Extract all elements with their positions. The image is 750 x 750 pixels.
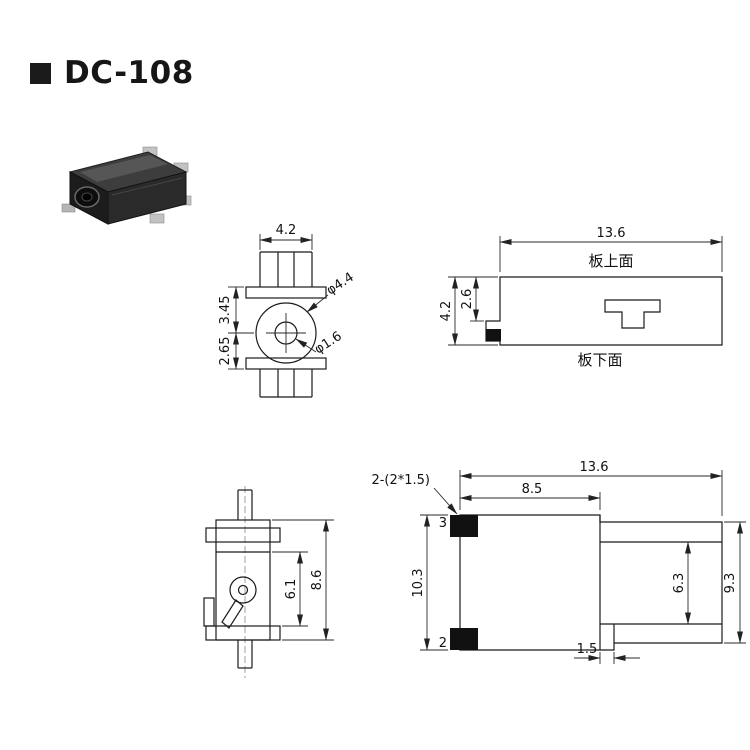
profile-dim-outer: 8.6 — [310, 570, 325, 591]
product-photo — [61, 146, 192, 225]
plan-dim-tab-width: 1.5 — [577, 642, 598, 657]
plan-dim-width: 13.6 — [580, 460, 609, 475]
side-view-dimensions: 13.6 板上面 板下面 4.2 2.6 — [439, 226, 723, 369]
plan-pad-2 — [450, 628, 478, 650]
front-view-dimensions: 4.2 3.45 2.65 φ4.4 φ1.6 — [218, 223, 357, 370]
plan-view-outline — [450, 514, 723, 651]
board-bottom-label: 板下面 — [577, 351, 622, 369]
front-dim-width: 4.2 — [276, 223, 297, 238]
front-view: 4.2 3.45 2.65 φ4.4 φ1.6 — [218, 223, 357, 398]
side-dim-height: 4.2 — [439, 301, 454, 322]
plan-view: 3 2 2-(2*1.5) 13.6 8.5 10.3 6.3 — [371, 460, 746, 664]
profile-view: 6.1 8.6 — [203, 486, 334, 678]
title-bullet-square-icon — [30, 62, 51, 84]
title-text: DC-108 — [64, 55, 194, 91]
profile-view-dimensions: 6.1 8.6 — [272, 519, 334, 641]
side-dim-width: 13.6 — [597, 226, 626, 241]
side-dim-pin-height: 2.6 — [460, 289, 475, 310]
front-dim-lower: 2.65 — [218, 337, 233, 366]
plan-dim-height-right: 9.3 — [723, 573, 738, 594]
plan-dim-height-left: 10.3 — [411, 569, 426, 598]
plan-pad-3 — [450, 515, 478, 537]
plan-view-dimensions: 3 2 2-(2*1.5) 13.6 8.5 10.3 6.3 — [371, 460, 746, 664]
profile-dim-inner: 6.1 — [284, 579, 299, 600]
front-dia-outer: φ4.4 — [324, 270, 357, 299]
plan-pin-bottom-label: 2 — [439, 636, 447, 651]
plan-dim-height-inner: 6.3 — [672, 573, 687, 594]
page-title: DC-108 — [30, 55, 194, 91]
board-top-label: 板上面 — [588, 252, 633, 270]
side-view-outline — [485, 276, 723, 346]
side-solder-pin — [486, 329, 501, 341]
side-view: 13.6 板上面 板下面 4.2 2.6 — [439, 226, 723, 369]
profile-view-outline — [203, 489, 281, 669]
plan-pad-note: 2-(2*1.5) — [371, 473, 430, 488]
front-dim-upper: 3.45 — [218, 296, 233, 325]
front-dia-inner: φ1.6 — [312, 329, 345, 358]
plan-dim-left-width: 8.5 — [522, 482, 543, 497]
front-view-outline — [245, 251, 327, 398]
plan-pin-top-label: 3 — [439, 516, 447, 531]
